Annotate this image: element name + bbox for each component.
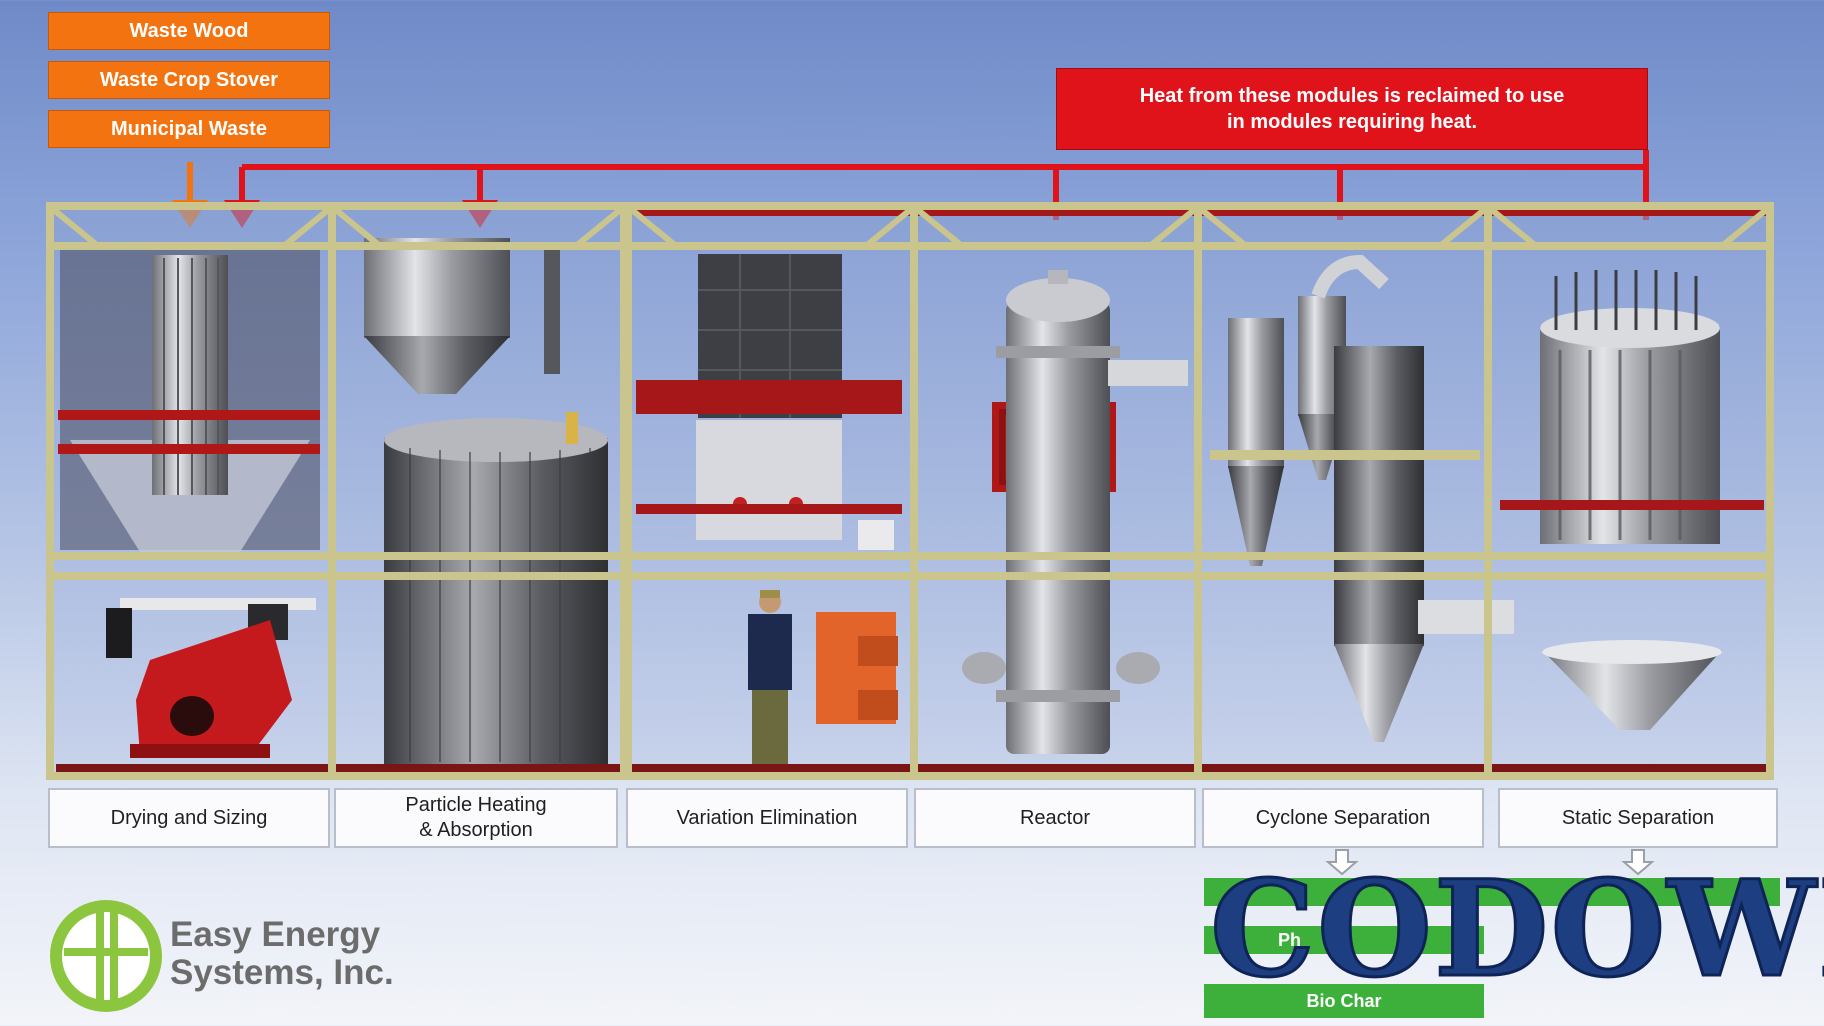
feed-label: Waste Wood xyxy=(129,19,249,42)
module-label-text: Particle Heating & Absorption xyxy=(405,794,547,841)
grinder-machine xyxy=(106,598,316,758)
company-logo-icon xyxy=(50,900,162,1012)
feed-box-municipal-waste: Municipal Waste xyxy=(48,110,330,148)
output-bar-bio-char: Bio Char xyxy=(1204,984,1484,1018)
module-label-particle-heating: Particle Heating & Absorption xyxy=(334,788,618,848)
person-silhouette xyxy=(748,590,792,764)
module-label-reactor: Reactor xyxy=(914,788,1196,848)
output-bar-ph: Ph xyxy=(1204,926,1484,954)
feed-label: Waste Crop Stover xyxy=(99,68,279,91)
module-label-variation-elimination: Variation Elimination xyxy=(626,788,908,848)
cyclone-separators xyxy=(1210,254,1514,742)
module-label-text: Drying and Sizing xyxy=(110,806,268,829)
variation-elimination-unit xyxy=(636,254,902,724)
module-label-static-separation: Static Separation xyxy=(1498,788,1778,848)
static-separator xyxy=(1500,270,1764,730)
dryer-equipment xyxy=(58,250,320,552)
output-bar-top xyxy=(1204,878,1780,906)
watermark-text: CODOWL xyxy=(1209,852,1824,1007)
feed-box-waste-wood: Waste Wood xyxy=(48,12,330,50)
output-arrows xyxy=(1325,849,1655,876)
hopper-cone xyxy=(364,238,560,394)
absorption-tank xyxy=(384,412,608,764)
reactor-vessel xyxy=(962,270,1188,754)
feed-label: Municipal Waste xyxy=(111,117,267,140)
frame-braces xyxy=(52,207,1768,249)
module-label-drying-and-sizing: Drying and Sizing xyxy=(48,788,330,848)
logo-line-2: Systems, Inc. xyxy=(170,953,394,992)
feed-box-waste-crop-stover: Waste Crop Stover xyxy=(48,61,330,99)
module-label-text: Reactor xyxy=(1019,806,1091,829)
module-label-text: Variation Elimination xyxy=(676,806,858,829)
heat-reclaim-note: Heat from these modules is reclaimed to … xyxy=(1056,68,1648,150)
logo-line-1: Easy Energy xyxy=(170,915,381,954)
output-label: Bio Char xyxy=(1306,990,1382,1011)
company-logo-text: Easy Energy Systems, Inc. xyxy=(170,916,394,992)
module-frames xyxy=(46,202,1774,780)
module-label-text: Cyclone Separation xyxy=(1255,806,1431,829)
module-label-cyclone-separation: Cyclone Separation xyxy=(1202,788,1484,848)
module-label-text: Static Separation xyxy=(1561,806,1715,829)
heat-note-text: Heat from these modules is reclaimed to … xyxy=(1139,85,1565,133)
output-products-panel: Ph Bio Char xyxy=(1204,876,1780,1024)
output-label: Ph xyxy=(1278,929,1302,950)
